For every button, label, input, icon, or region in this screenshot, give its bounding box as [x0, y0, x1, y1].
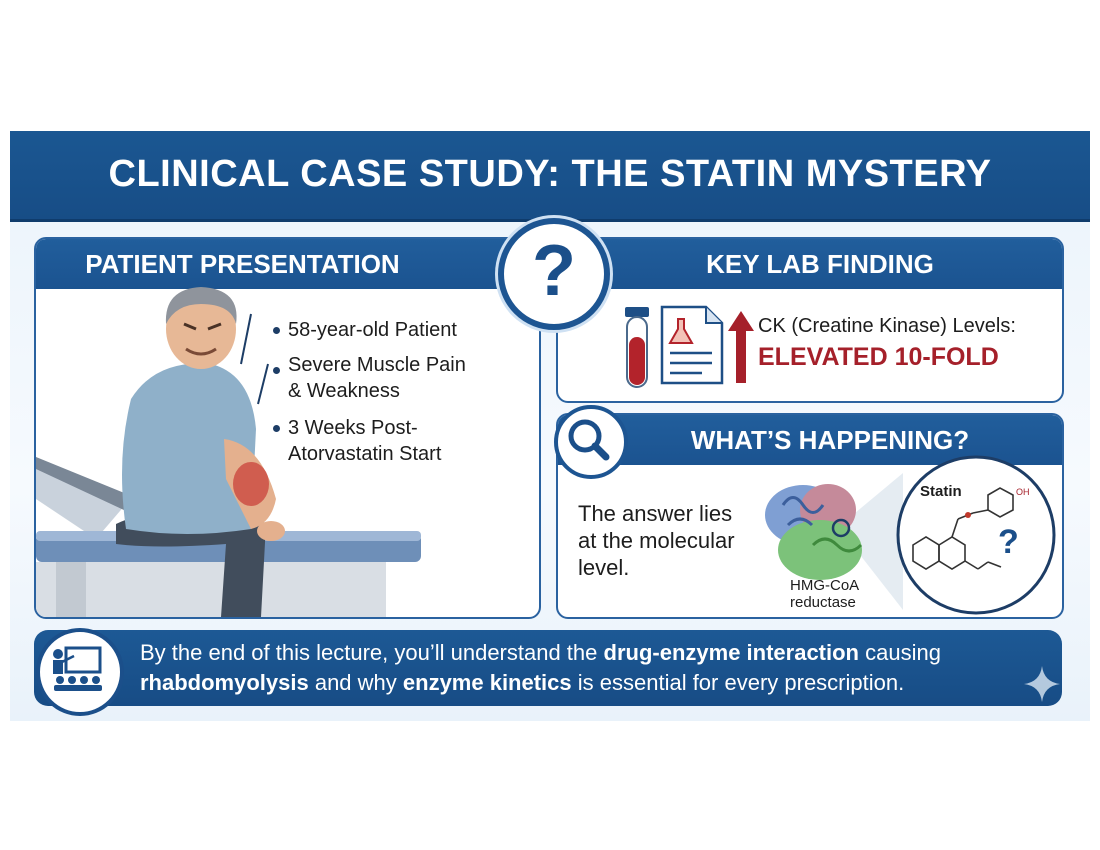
oh-label: OH — [1016, 487, 1030, 497]
lab-panel: KEY LAB FINDING CK (Creatine Kinase) Lev… — [556, 237, 1064, 403]
bullet-atorvastatin: Atorvastatin Start — [288, 443, 442, 465]
learning-objective: By the end of this lecture, you’ll under… — [140, 640, 941, 695]
lecture-icon — [53, 646, 102, 691]
happening-text-2: at the molecular — [578, 528, 735, 553]
magnifier-icon — [568, 419, 610, 461]
page-title: CLINICAL CASE STUDY: THE STATIN MYSTERY — [108, 153, 992, 195]
enzyme-label-2: reductase — [790, 594, 856, 611]
statin-question: ? — [998, 523, 1019, 561]
patient-heading: PATIENT PRESENTATION — [36, 239, 539, 289]
title-banner: CLINICAL CASE STUDY: THE STATIN MYSTERY — [10, 131, 1090, 222]
enzyme-illustration — [765, 455, 1056, 615]
test-tube-icon — [625, 307, 649, 388]
happening-panel: WHAT’S HAPPENING? The answer lies at the… — [556, 413, 1064, 619]
magnifier-badge — [554, 405, 628, 479]
question-badge: ? — [498, 218, 610, 330]
bullet-weakness: & Weakness — [288, 380, 400, 402]
patient-illustration — [36, 287, 421, 617]
bullet-pain: Severe Muscle Pain — [288, 354, 466, 376]
bullet-age: 58-year-old Patient — [288, 319, 457, 341]
patient-panel: PATIENT PRESENTATION 58-year-old Patient… — [34, 237, 541, 619]
lab-report-icon — [660, 305, 724, 385]
question-mark-icon: ? — [532, 231, 576, 311]
happening-text-3: level. — [578, 555, 630, 580]
lab-heading: KEY LAB FINDING — [558, 239, 1062, 289]
lab-value: ELEVATED 10-FOLD — [758, 343, 999, 371]
sparkle-icon — [1024, 666, 1060, 702]
bullet-weeks: 3 Weeks Post- — [288, 417, 418, 439]
teacher-badge — [36, 628, 124, 716]
enzyme-label-1: HMG-CoA — [790, 577, 860, 594]
lab-label: CK (Creatine Kinase) Levels: — [758, 315, 1016, 337]
happening-text-1: The answer lies — [578, 501, 733, 526]
arrow-up-icon — [728, 311, 754, 383]
bottom-banner: By the end of this lecture, you’ll under… — [34, 628, 1062, 716]
statin-label: Statin — [920, 483, 962, 500]
